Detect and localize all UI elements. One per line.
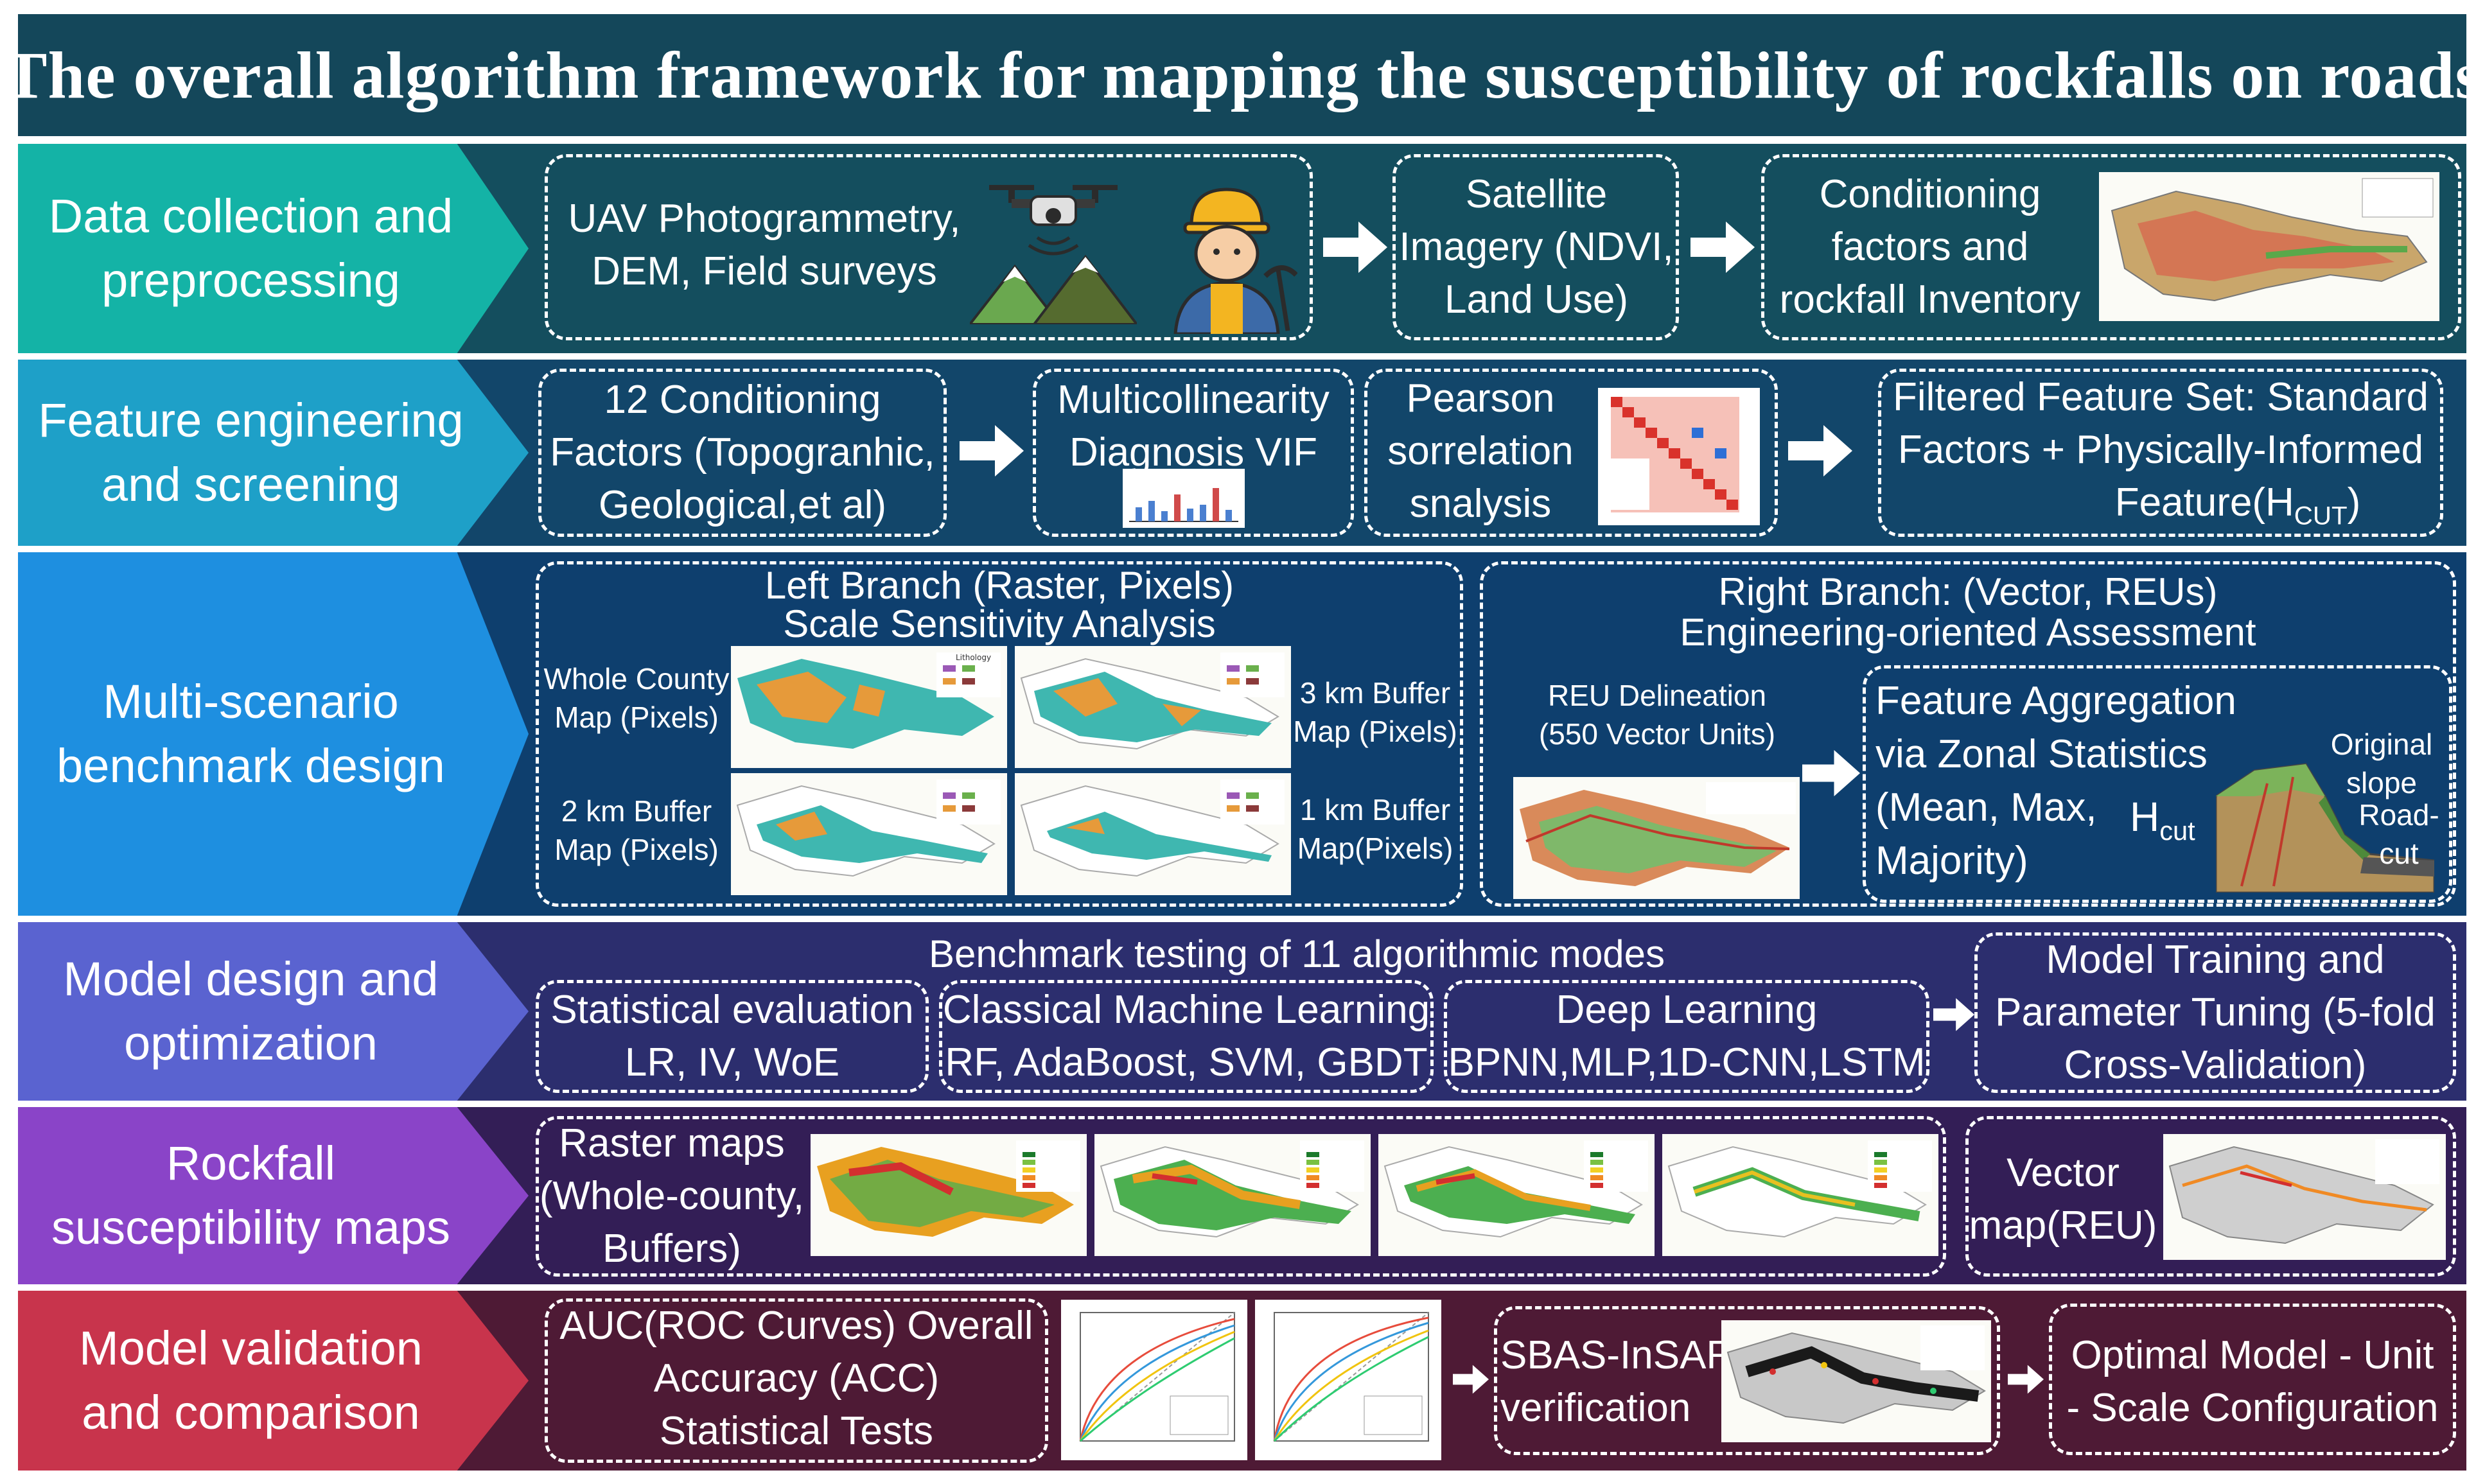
arrow-right-icon (960, 425, 1024, 476)
vif-text: Multicollinearity Diagnosis VIF (1057, 378, 1330, 475)
arrow-right-icon (1788, 425, 1852, 476)
uav-dem-box (545, 154, 1313, 340)
page-title: The overall algorithm framework for mapp… (3, 38, 2482, 112)
filtered-feature-box (1878, 369, 2443, 537)
satellite-text: Satellite Imagery (NDVI, Land Use) (1399, 172, 1674, 322)
filtered-feature-text: Filtered Feature Set: Standard Factors +… (1892, 375, 2428, 530)
reu-delineation-label: REU Delineation (550 Vector Units) (1538, 679, 1776, 751)
optimal-model-text: Optimal Model - Unit - Scale Configurati… (2066, 1333, 2439, 1430)
pearson-text: Pearson sorrelation snalysis (1387, 376, 1574, 526)
three-km-buffer-label: 3 km Buffer Map (Pixels) (1293, 676, 1457, 748)
model-training-box (1974, 932, 2456, 1093)
auc-text: AUC(ROC Curves) Overall Accuracy (ACC) S… (559, 1304, 1033, 1453)
feature-aggregation-text: Feature Aggregation via Zonal Statistics… (1875, 679, 2236, 884)
conditioning-factors-text: 12 Conditioning Factors (Topogranhic, Ge… (550, 378, 935, 527)
vector-susceptibility-map (2163, 1134, 2446, 1260)
auc-box (545, 1298, 1048, 1463)
arrow-right-icon (1802, 750, 1860, 796)
hcut-label: Hcut (2130, 794, 2195, 846)
engineer-icon (1173, 188, 1297, 334)
raster-maps-box (536, 1116, 1946, 1277)
lithology-map-three-km (1015, 646, 1291, 768)
road-cut-slope-icon (2216, 763, 2434, 893)
model-training-text: Model Training and Parameter Tuning (5-f… (1995, 938, 2436, 1087)
vif-chart (1123, 469, 1245, 528)
susceptibility-map-one-km (1662, 1134, 1938, 1256)
vector-map-text: Vector map(REU) (1969, 1151, 2157, 1248)
arrow-right-icon (1690, 222, 1755, 273)
vif-box (1033, 369, 1354, 537)
pearson-box (1364, 369, 1778, 537)
lithology-map-two-km (731, 773, 1007, 895)
arrow-right-icon (1453, 1365, 1489, 1394)
sbas-insar-box (1494, 1306, 2000, 1455)
arrow-right-icon (2008, 1365, 2044, 1394)
classical-ml-box (939, 980, 1434, 1093)
inventory-text: Conditioning factors and rockfall Invent… (1779, 172, 2081, 322)
left-branch-box (536, 561, 1463, 907)
inventory-box (1761, 154, 2461, 340)
reu-map (1513, 777, 1800, 899)
lithology-map-whole-county: Lithology (731, 646, 1007, 768)
roc-curve-chart-2 (1255, 1300, 1441, 1460)
susceptibility-map-whole-county (811, 1134, 1087, 1256)
right-branch-box (1480, 561, 2456, 907)
right-branch-title: Right Branch: (Vector, REUs) Engineering… (1680, 570, 2256, 654)
original-slope-label: Original slope (2330, 728, 2433, 799)
inventory-map (2099, 172, 2439, 321)
arrow-right-icon (1323, 222, 1387, 273)
lithology-map-one-km (1015, 773, 1291, 895)
svg-text:Lithology: Lithology (956, 653, 991, 662)
satellite-box (1392, 154, 1679, 340)
classical-ml-text: Classical Machine Learning RF, AdaBoost,… (942, 988, 1430, 1085)
sbas-insar-text: SBAS-InSAR verification (1500, 1333, 1735, 1430)
vector-map-box (1965, 1116, 2456, 1277)
left-branch-title: Left Branch (Raster, Pixels) Scale Sensi… (764, 564, 1234, 645)
two-km-buffer-label: 2 km Buffer Map (Pixels) (554, 794, 719, 866)
optimal-model-box (2049, 1304, 2456, 1455)
mountains-icon (970, 254, 1137, 324)
conditioning-factors-box (538, 369, 947, 537)
deep-learning-box (1444, 980, 1929, 1093)
arrow-right-icon (1933, 998, 1974, 1031)
insar-map (1721, 1320, 1991, 1442)
susceptibility-map-three-km (1094, 1134, 1371, 1256)
road-cut-label: Road- cut (2358, 798, 2439, 870)
statistical-evaluation-text: Statistical evaluation LR, IV, WoE (550, 988, 914, 1085)
susceptibility-map-two-km (1378, 1134, 1655, 1256)
deep-learning-text: Deep Learning BPNN,MLP,1D-CNN,LSTM (1448, 988, 1926, 1085)
feature-aggregation-box (1863, 665, 2452, 903)
roc-curve-chart-1 (1061, 1300, 1247, 1460)
benchmark-header: Benchmark testing of 11 algorithmic mode… (928, 932, 1665, 975)
uav-dem-text: UAV Photogrammetry, DEM, Field surveys (568, 196, 961, 293)
title-bar: The overall algorithm framework for mapp… (3, 14, 2481, 136)
one-km-buffer-label: 1 km Buffer Map(Pixels) (1297, 793, 1453, 865)
raster-maps-text: Raster maps (Whole-county, Buffers) (539, 1121, 805, 1271)
drone-icon (989, 185, 1118, 256)
whole-county-label: Whole County Map (Pixels) (543, 662, 730, 734)
correlation-matrix (1598, 388, 1760, 525)
statistical-evaluation-box (536, 980, 929, 1093)
